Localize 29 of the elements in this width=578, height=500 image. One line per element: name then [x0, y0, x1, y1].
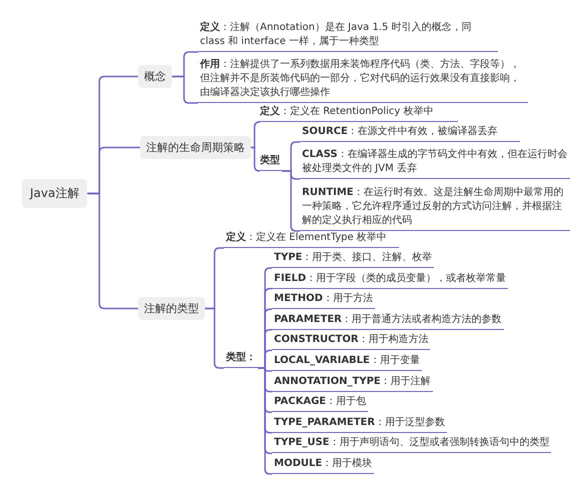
central-topic: Java注解: [22, 179, 88, 208]
topic-text: SOURCE：在源文件中有效，被编译器丢弃: [300, 124, 520, 142]
topic-text: TYPE_USE：用于声明语句、泛型或者强制转换语句中的类型: [272, 435, 552, 454]
topic-text: PACKAGE：用于包: [272, 394, 368, 412]
topic-text: 类型: [258, 153, 282, 171]
topic-text: ANNOTATION_TYPE：用于注解: [272, 374, 433, 392]
topic-text: PARAMETER：用于普通方法或者构造方法的参数: [272, 312, 504, 330]
connector-line: [87, 192, 138, 310]
topic-text: TYPE：用于类、接口、注解、枚举: [272, 250, 434, 268]
topic-text: TYPE_PARAMETER：用于泛型参数: [272, 414, 447, 433]
topic-text: CLASS：在编译器生成的字节码文件中有效，但在运行时会被处理类文件的 JVM 丢弃: [300, 147, 570, 179]
topic-text: METHOD：用于方法: [272, 291, 375, 310]
connector-line: [205, 308, 224, 369]
topic-text: MODULE：用于模块: [272, 456, 374, 474]
topic-text: 类型：: [224, 350, 258, 368]
topic-text: 定义：定义在 RetentionPolicy 枚举中: [258, 104, 458, 122]
connector-line: [282, 170, 300, 232]
connector-line: [251, 121, 260, 148]
topic-text: 定义：注解（Annotation）是在 Java 1.5 时引入的概念，同 class 和 interface 一样，属于一种类型: [198, 20, 498, 52]
topic-text: CONSTRUCTOR：用于构造方法: [272, 332, 430, 350]
topic-box: 注解的类型: [138, 297, 205, 320]
connector-line: [251, 146, 260, 172]
topic-box: 注解的生命周期策略: [140, 136, 251, 159]
topic-text: LOCAL_VARIABLE：用于变量: [272, 353, 422, 371]
topic-text: 作用：注解提供了一系列数据用来装饰程序代码（类、方法、字段等），但注解并不是所装饰代码的一部分，它对代码的运行效果没有直接影响，由编译器决定该执行哪些操作: [198, 57, 528, 103]
topic-text: FIELD：用于字段（类的成员变量），或者枚举常量: [272, 270, 508, 289]
topic-text: RUNTIME：在运行时有效。这是注解生命周期中最常用的一种策略，它允许程序通过反射的方式访问注解，并根据注解的定义执行相应的代码: [300, 185, 570, 231]
topic-text: 定义：定义在 ElementType 枚举中: [224, 230, 399, 248]
topic-box: 概念: [138, 65, 172, 88]
